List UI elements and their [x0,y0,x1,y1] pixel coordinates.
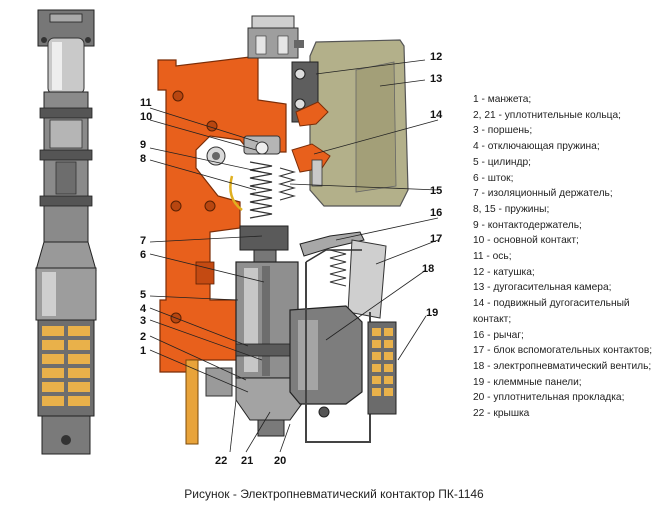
frame-orange [157,55,287,373]
side-view [35,9,97,455]
insulating-holder [239,225,289,251]
callout-1: 1 [140,345,146,357]
callout-16: 16 [430,207,442,219]
legend-item: 18 - электропневматический вентиль; [473,360,652,372]
legend-item: 10 - основной контакт; [473,235,579,247]
callout-13: 13 [430,73,442,85]
legend-item: 20 - уплотнительная прокладка; [473,392,625,404]
parts-legend: 1 - манжета; 2, 21 - уплотнительные коль… [473,92,663,422]
side-view-funnel [35,241,97,271]
legend-item: 14 - подвижный дугогасительный [473,298,630,310]
callout-2: 2 [140,331,146,343]
callout-21: 21 [241,455,253,467]
callout-14: 14 [430,109,443,121]
callout-20: 20 [274,455,286,467]
legend-item: 17 - блок вспомогательных контактов; [473,345,653,357]
callout-5: 5 [140,289,146,301]
callout-4: 4 [140,303,147,315]
legend-item: 13 - дугогасительная камера; [473,282,612,294]
legend-item: 11 - ось; [473,251,512,263]
legend-item: 12 - катушка; [473,266,535,278]
leader-lines [149,59,439,453]
callout-17: 17 [430,233,442,245]
top-terminals [247,15,304,59]
callout-7: 7 [140,235,146,247]
lever [299,231,365,257]
callout-18: 18 [422,263,434,275]
callout-10: 10 [140,111,152,123]
legend-item: 22 - крышка [473,408,530,420]
callout-15: 15 [430,185,442,197]
legend-item: 7 - изоляционный держатель; [473,188,613,200]
callout-8: 8 [140,153,146,165]
legend-item: 4 - отключающая пружина; [473,141,600,153]
legend-item: 9 - контактодержатель; [473,219,582,231]
bus-bar-left [185,359,199,445]
callout-3: 3 [140,315,146,327]
legend-item: 8, 15 - пружины; [473,203,550,215]
legend-item: 5 - цилиндр; [473,156,531,168]
legend-item: 2, 21 - уплотнительные кольца; [473,109,621,121]
callout-12: 12 [430,51,442,63]
lever-spring [329,249,347,287]
arc-contact-orange [295,101,329,127]
side-view-terminal-block [37,319,95,417]
legend-item: 3 - поршень; [473,125,533,137]
legend-item: 19 - клеммные панели; [473,376,582,388]
terminal-panel [367,321,397,415]
callout-9: 9 [140,139,146,151]
legend-item: 6 - шток; [473,172,514,184]
callout-19: 19 [426,307,438,319]
main-view [157,15,409,445]
callout-22: 22 [215,455,227,467]
legend-item: 16 - рычаг; [473,329,524,341]
legend-item: 1 - манжета; [473,94,532,105]
callout-numbers: 12 13 11 10 14 9 8 15 16 7 17 6 18 5 4 3… [140,51,443,467]
auxiliary-spring [277,167,297,201]
callout-6: 6 [140,249,146,261]
legend-item: контакт; [473,313,512,325]
auxiliary-contact-block [347,239,387,319]
figure-caption: Рисунок - Электропневматический контакто… [184,487,484,501]
callout-11: 11 [140,97,152,109]
